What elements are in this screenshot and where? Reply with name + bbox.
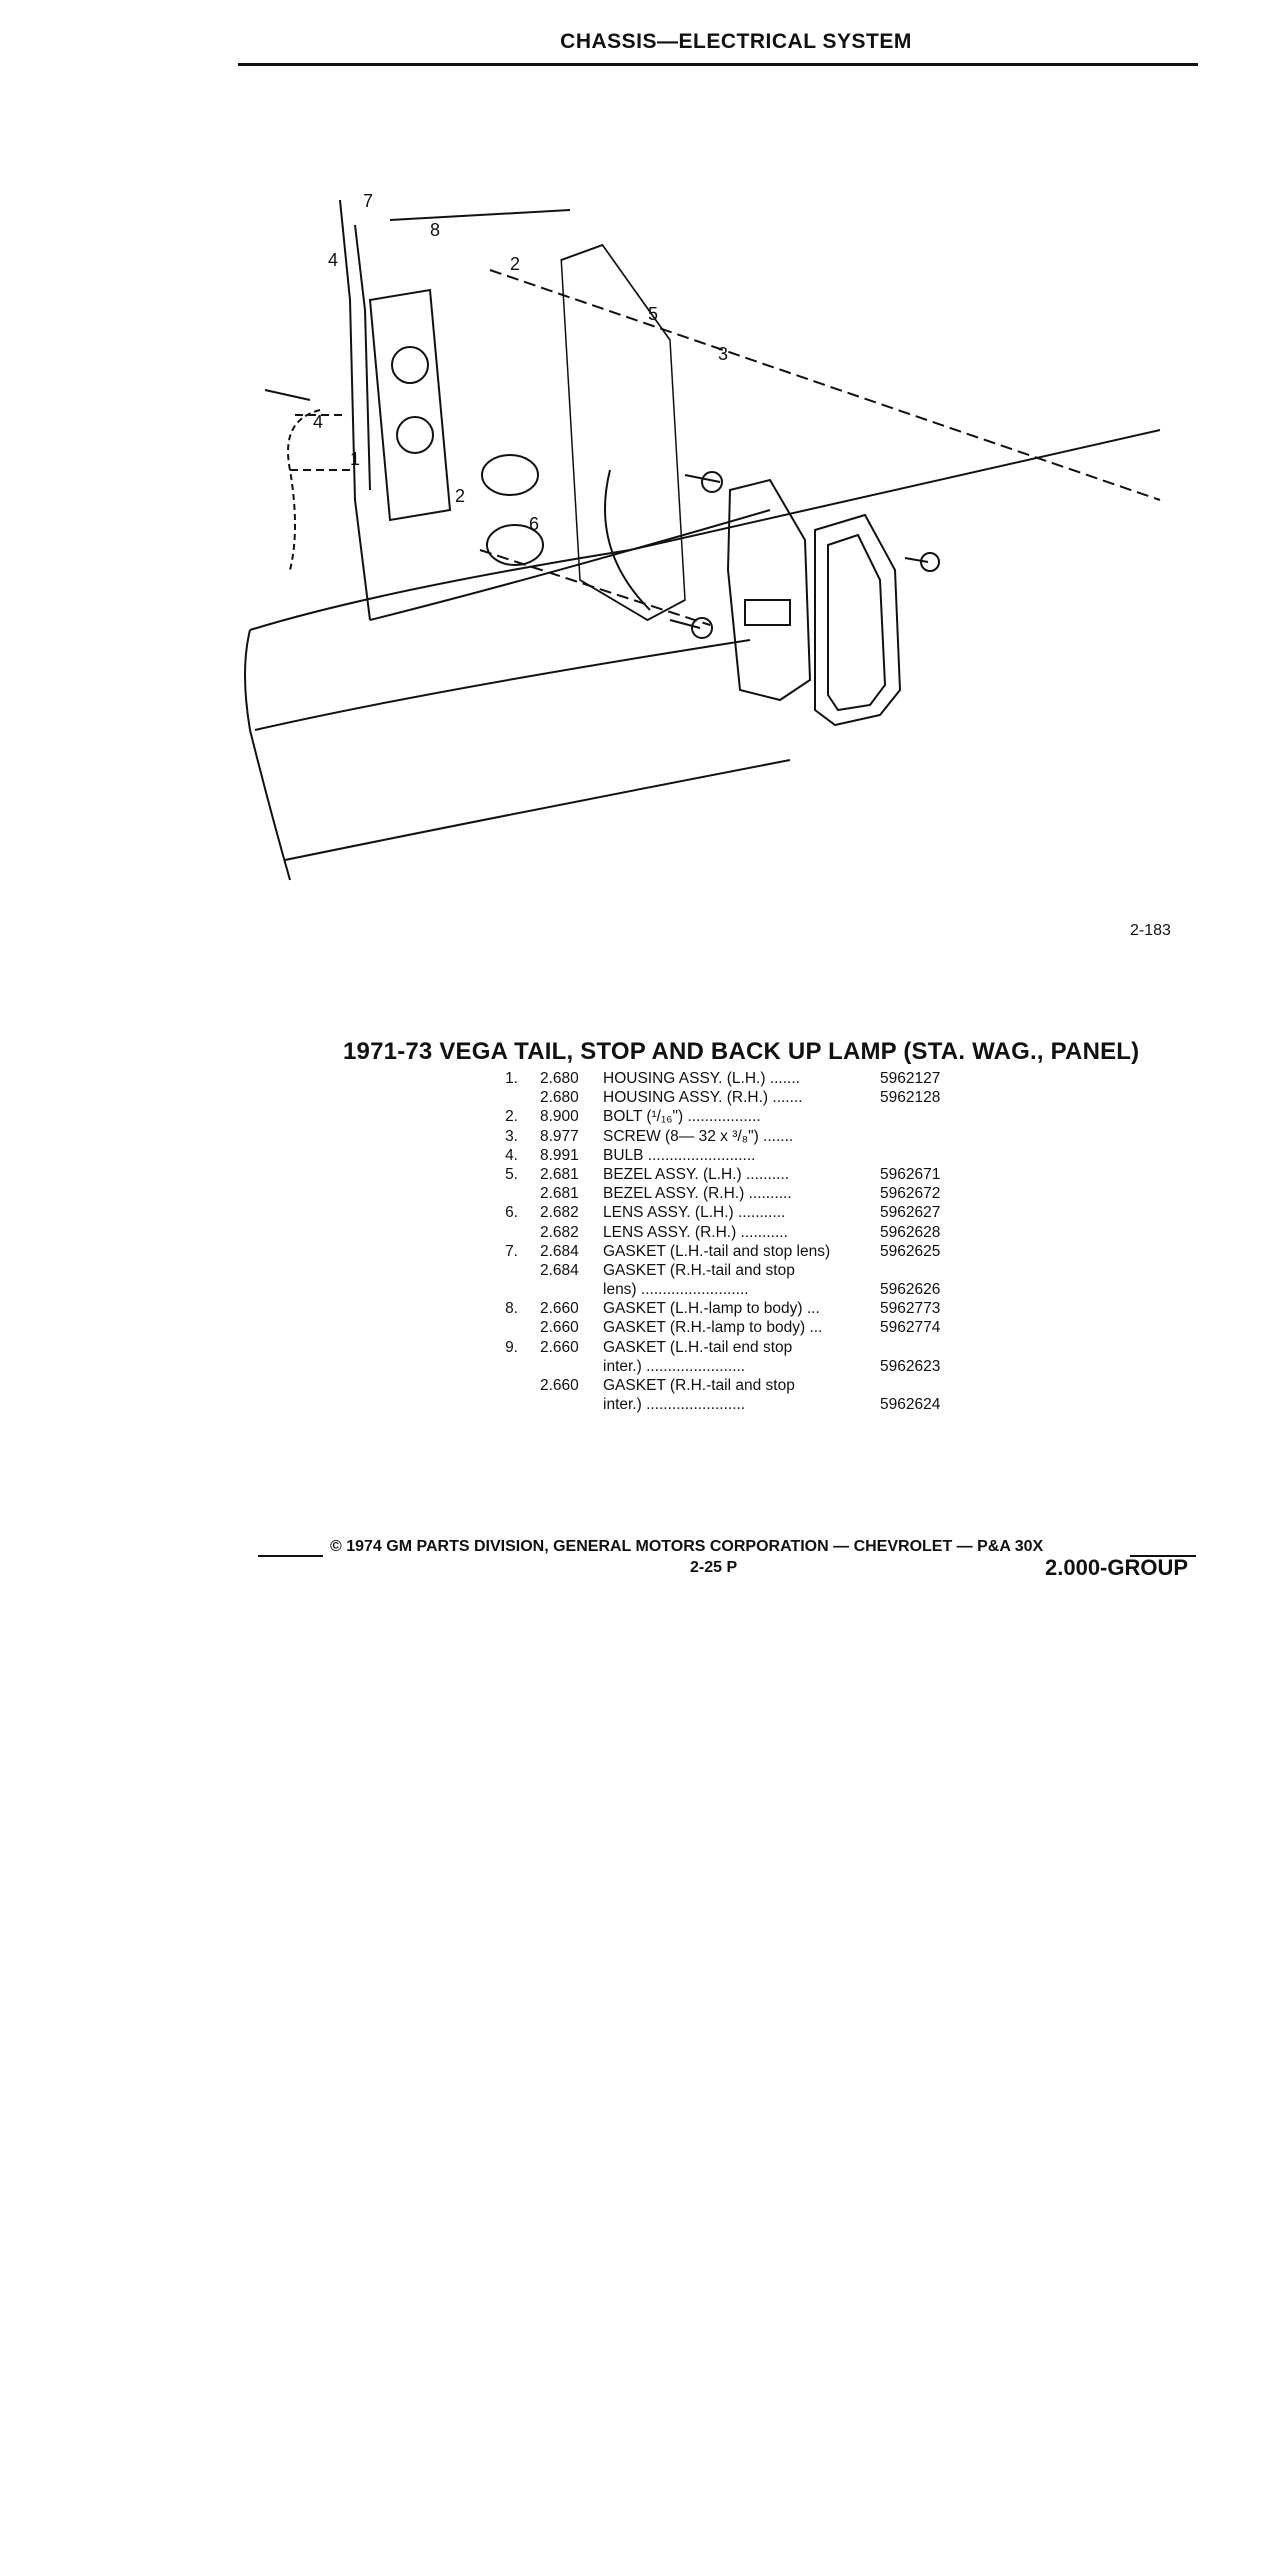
ref-number: 1. [505,1070,518,1087]
group-number: 2.680 [540,1070,579,1087]
group-number: 2.684 [540,1261,579,1279]
part-description: GASKET (L.H.-lamp to body) ... [603,1300,820,1318]
part-description: GASKET (R.H.-tail and stop [603,1261,795,1279]
ref-number: 8. [505,1300,518,1318]
part-number: 5962625 [880,1242,941,1260]
wiring-harness [287,409,321,571]
footer-rule-left [258,1555,323,1557]
bolt-lower [669,619,701,629]
callout-2-lower: 2 [455,486,465,506]
footer-rule-right [1130,1555,1196,1557]
ref-number: 3. [505,1127,518,1145]
footer-copyright: © 1974 GM PARTS DIVISION, GENERAL MOTORS… [330,1538,1044,1555]
part-number: 5962128 [880,1089,941,1107]
group-number: 2.682 [540,1204,579,1222]
part-description: GASKET (L.H.-tail end stop [603,1338,793,1356]
socket-lower [396,416,434,454]
part-description: GASKET (R.H.-lamp to body) ... [603,1319,823,1337]
bulb-lower [486,524,544,566]
part-number: 5962672 [880,1185,941,1203]
group-number: 8.977 [540,1127,579,1145]
part-description: HOUSING ASSY. (R.H.) ....... [603,1089,803,1107]
group-number: 8.900 [540,1108,579,1126]
part-number: 5962774 [880,1319,941,1337]
callout-5: 5 [648,304,658,324]
socket-upper [391,346,429,384]
ref-number: 9. [505,1338,518,1356]
body-panel [339,199,371,621]
part-description: inter.) ....................... [603,1357,746,1375]
ref-number: 7. [505,1242,518,1260]
group-number: 2.660 [540,1338,579,1356]
part-description: HOUSING ASSY. (L.H.) ....... [603,1070,800,1087]
figure-callouts: 7 9 8 2 5 3 4 4 1 2 6 [313,191,728,534]
gasket-tail-stop [560,243,686,622]
footer-page-number: 2-25 P [690,1559,738,1576]
part-number: 5962623 [880,1357,941,1375]
callout-6: 6 [529,514,539,534]
group-number: 2.681 [540,1185,579,1203]
part-description: inter.) ....................... [603,1396,746,1414]
part-number: 5962127 [880,1070,941,1087]
rear-bumper [244,629,291,881]
ref-number: 6. [505,1204,518,1222]
callout-2-upper: 2 [510,254,520,274]
part-number: 5962626 [880,1281,941,1299]
part-description: BEZEL ASSY. (L.H.) .......... [603,1165,790,1183]
part-number: 5962624 [880,1396,941,1414]
group-number: 2.660 [540,1319,579,1337]
part-number: 5962628 [880,1223,941,1241]
bumper-bottom [284,759,791,861]
part-description: lens) ......................... [603,1281,749,1299]
group-number: 2.684 [540,1242,579,1260]
ref-number: 4. [505,1146,518,1164]
section-title: 1971-73 VEGA TAIL, STOP AND BACK UP LAMP… [343,1038,1140,1065]
lamp-housing [368,288,452,522]
part-description: BOLT (¹/₁₆") ................. [603,1108,761,1126]
part-description: LENS ASSY. (R.H.) ........... [603,1223,788,1241]
callout-1: 1 [350,449,360,469]
body-panel-inner [354,224,371,491]
part-description: GASKET (L.H.-tail and stop lens) [603,1242,831,1260]
lens-reflector [744,599,791,626]
exploded-view-illustration: 7 9 8 2 5 3 4 4 1 2 6 [244,191,1161,881]
footer-group-code: 2.000-GROUP [1045,1555,1189,1580]
part-number: 5962627 [880,1204,941,1222]
callout-4-lower: 4 [313,412,323,432]
ref-number: 2. [505,1108,518,1126]
group-number: 2.660 [540,1377,579,1394]
group-number: 2.660 [540,1300,579,1318]
screw [904,557,929,563]
bezel-assembly [814,513,902,727]
lens-assembly [726,478,812,702]
ref-number: 5. [505,1165,518,1183]
callout-3: 3 [718,344,728,364]
part-description: SCREW (8— 32 x ³/₈") ....... [603,1127,794,1145]
bumper-edge [249,429,1161,631]
callout-4-upper: 4 [328,250,338,270]
group-number: 2.682 [540,1223,579,1241]
bulb-upper [481,454,539,496]
group-number: 2.681 [540,1165,579,1183]
part-description: BEZEL ASSY. (R.H.) .......... [603,1185,792,1203]
part-description: BULB ......................... [603,1146,756,1164]
body-contour [369,509,771,621]
header-rule [238,63,1198,66]
callout-8: 7 [363,191,373,211]
part-number: 5962671 [880,1165,941,1183]
group-number: 2.680 [540,1089,579,1107]
bumper-crease [254,639,751,731]
part-description: GASKET (R.H.-tail and stop [603,1377,795,1394]
group-number: 8.991 [540,1146,579,1164]
part-description: LENS ASSY. (L.H.) ........... [603,1204,786,1222]
part-number: 5962773 [880,1300,941,1318]
figure-number: 2-183 [1130,922,1171,939]
page-header-title: CHASSIS—ELECTRICAL SYSTEM [560,30,912,53]
callout-7: 8 [430,220,440,240]
